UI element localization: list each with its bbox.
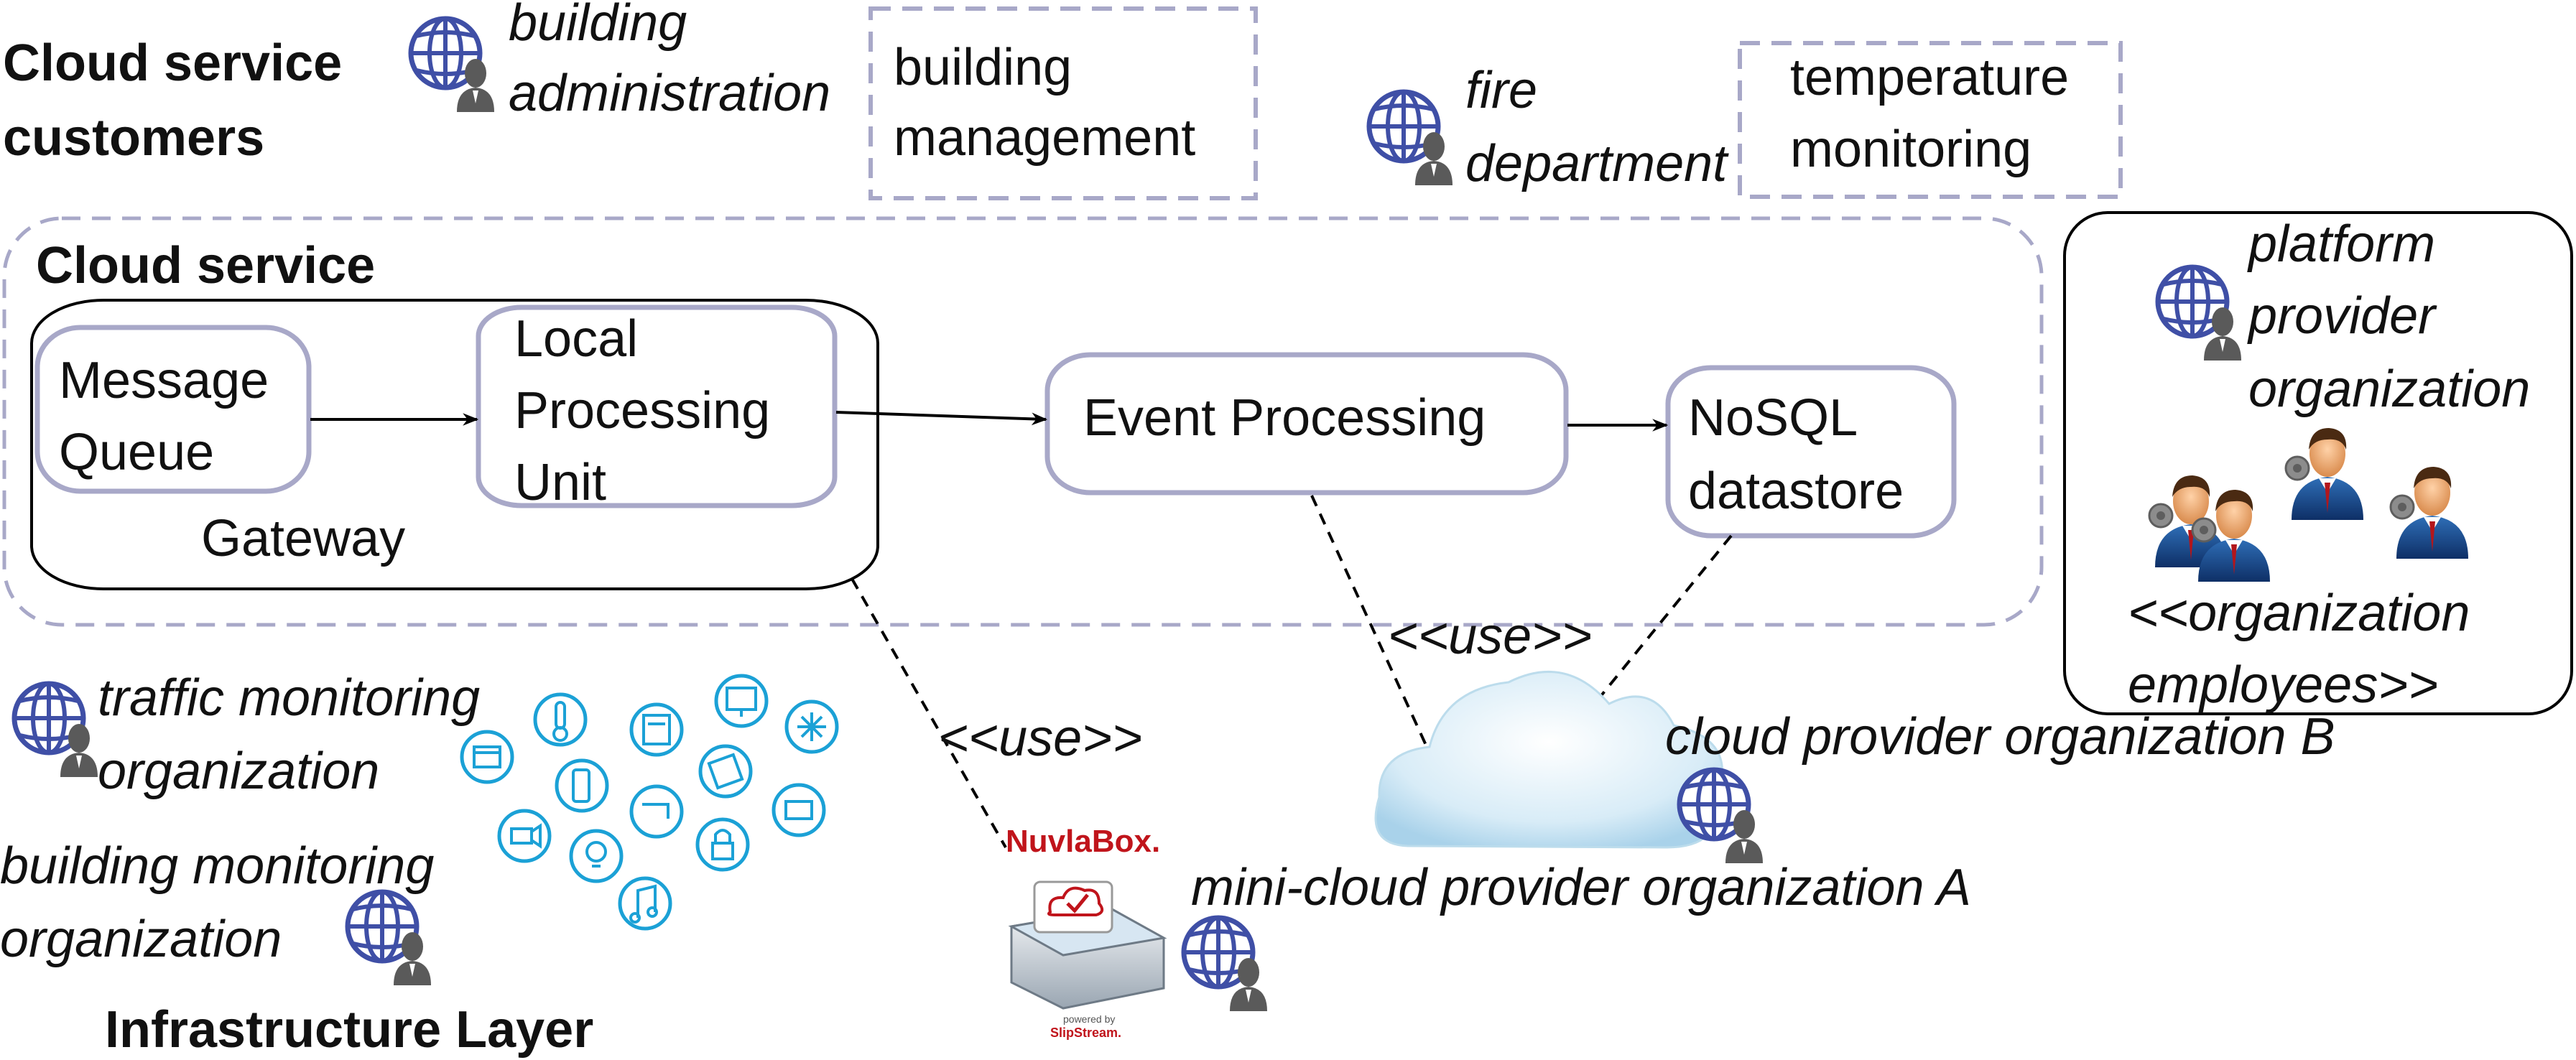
- fire-department-globe-person-icon: [1369, 92, 1453, 185]
- screen-icon: [774, 785, 824, 835]
- infrastructure-layer-heading: Infrastructure Layer: [105, 1001, 594, 1059]
- iot-device-icons: [462, 676, 837, 929]
- building-management-box: [868, 6, 1258, 200]
- lpu-line3: Unit: [514, 454, 607, 511]
- nosql-to-cloud-use-link: [1536, 534, 1733, 776]
- local-processing-unit-box: [476, 304, 838, 508]
- nosql-line2: datastore: [1688, 462, 1904, 520]
- nosql-line1: NoSQL: [1688, 389, 1858, 447]
- message-queue-line1: Message: [59, 352, 269, 409]
- nuvlabox-device-icon: [1008, 880, 1167, 1010]
- temperature-monitoring-box: [1738, 41, 2123, 199]
- use-label-left: <<use>>: [938, 710, 1143, 767]
- mini-cloud-provider-a-globe-person-icon: [1184, 918, 1267, 1011]
- cloud-service-region: [2, 216, 2044, 627]
- employees-stereotype-line2: employees>>: [2128, 656, 2439, 714]
- lpu-line2: Processing: [514, 382, 771, 440]
- snowflake-icon: [787, 702, 837, 752]
- faucet-icon: [631, 786, 682, 837]
- phone-icon: [557, 761, 607, 811]
- lpu-to-event-arrow: [835, 411, 1048, 426]
- tablet-icon: [700, 746, 751, 796]
- message-queue-line2: Queue: [59, 424, 215, 481]
- building-monitoring-globe-person-icon: [348, 892, 431, 985]
- nuvlabox-brand-label: NuvlaBox.: [1006, 824, 1160, 859]
- platform-provider-line3: organization: [2248, 361, 2531, 418]
- building-management-line1: building: [894, 39, 1072, 96]
- message-queue-box: [34, 325, 312, 494]
- event-processing-label: Event Processing: [1083, 389, 1486, 447]
- event-to-cloud-use-link: [1310, 495, 1445, 785]
- traffic-monitoring-line2: organization: [98, 743, 380, 800]
- fire-department-line2: department: [1465, 135, 1728, 192]
- fire-department-line1: fire: [1465, 62, 1538, 119]
- gateway-label: Gateway: [201, 510, 406, 567]
- monitor-icon: [716, 676, 766, 726]
- traffic-monitoring-line1: traffic monitoring: [98, 669, 481, 727]
- panel-icon: [631, 705, 682, 755]
- mini-cloud-provider-a-label: mini-cloud provider organization A: [1191, 859, 1971, 916]
- gateway-to-nuvlabox-use-link: [851, 578, 1007, 848]
- building-monitoring-line2: organization: [0, 911, 282, 968]
- temperature-monitoring-line1: temperature: [1790, 49, 2070, 106]
- customers-heading-line2: customers: [3, 109, 265, 167]
- building-administration-line1: building: [509, 0, 687, 52]
- music-icon: [620, 878, 670, 929]
- cloud-service-heading: Cloud service: [36, 237, 376, 294]
- cloud-provider-b-globe-person-icon: [1680, 770, 1763, 863]
- traffic-monitoring-globe-person-icon: [14, 684, 98, 777]
- gateway-container: [30, 299, 879, 590]
- platform-provider-line1: platform: [2248, 215, 2436, 273]
- building-administration-line2: administration: [509, 65, 831, 122]
- nuvlabox-powered-by: powered by: [1063, 1013, 1115, 1025]
- building-management-line2: management: [894, 109, 1196, 167]
- building-monitoring-line1: building monitoring: [0, 837, 435, 895]
- lock-icon: [698, 819, 748, 870]
- platform-provider-line2: provider: [2248, 287, 2436, 345]
- thermometer-icon: [535, 694, 585, 745]
- temperature-monitoring-line2: monitoring: [1790, 121, 2032, 178]
- clapper-icon: [462, 732, 512, 782]
- lpu-line1: Local: [514, 310, 639, 368]
- camera-icon: [499, 811, 550, 861]
- customers-heading-line1: Cloud service: [3, 34, 343, 92]
- cloud-provider-b-label: cloud provider organization B: [1665, 708, 2335, 766]
- employees-stereotype-line1: <<organization: [2128, 585, 2470, 642]
- use-label-top: <<use>>: [1388, 608, 1593, 665]
- nuvlabox-slipstream: SlipStream.: [1050, 1026, 1121, 1040]
- building-administration-globe-person-icon: [411, 19, 494, 112]
- nosql-datastore-box: [1665, 365, 1957, 539]
- bulb-icon: [571, 831, 621, 881]
